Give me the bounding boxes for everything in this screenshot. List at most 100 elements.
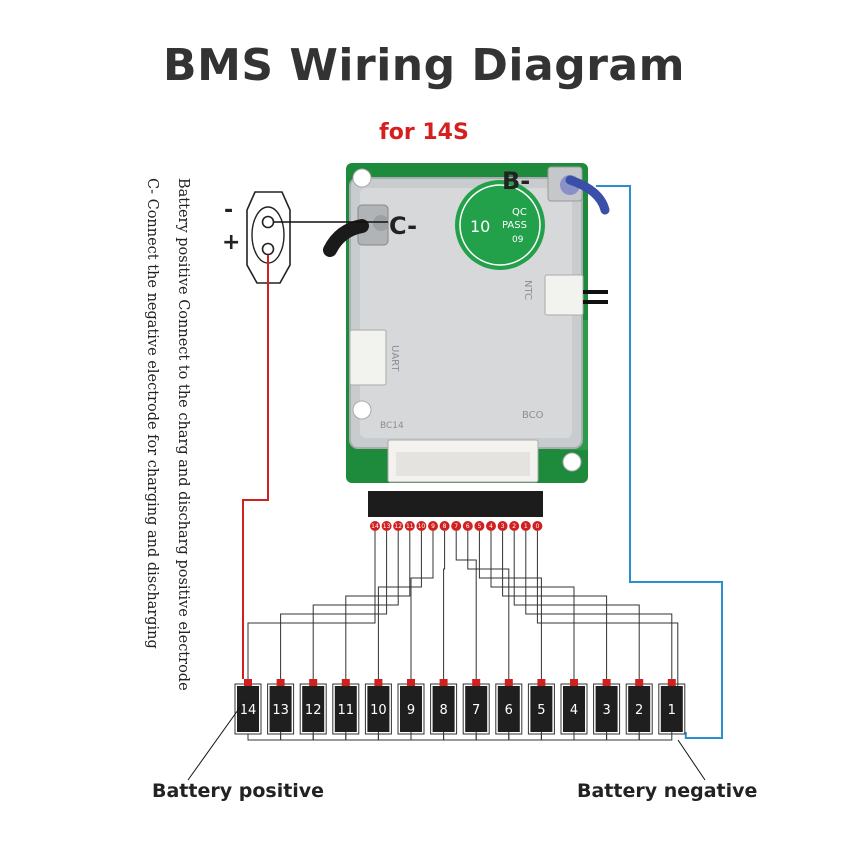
battery-negative-label: Battery negative bbox=[577, 780, 758, 802]
pin-label: 2 bbox=[512, 523, 516, 530]
cell-label: 13 bbox=[272, 703, 289, 718]
pin-label: 10 bbox=[418, 523, 426, 530]
model-label: BC14 bbox=[380, 421, 404, 431]
balance-pin bbox=[370, 521, 380, 531]
charge-connector bbox=[246, 191, 291, 284]
cell-positive-cap bbox=[341, 679, 350, 686]
positive-wire bbox=[242, 255, 269, 679]
cell-label: 5 bbox=[537, 703, 545, 718]
cell-positive-cap bbox=[570, 679, 578, 686]
balance-pin bbox=[428, 521, 438, 531]
c-minus-screw bbox=[373, 215, 389, 231]
balance-wire bbox=[478, 531, 542, 679]
pin-label: 6 bbox=[466, 523, 470, 530]
pin-label: 14 bbox=[371, 523, 379, 530]
b-minus-cable bbox=[565, 175, 610, 215]
balance-wire bbox=[247, 531, 376, 679]
cell-label: 3 bbox=[602, 703, 610, 718]
connector-plus-pin bbox=[261, 242, 275, 256]
cell-positive-cap bbox=[667, 679, 676, 686]
negative-wire bbox=[596, 185, 723, 739]
battery-cell bbox=[465, 686, 488, 732]
balance-wire bbox=[345, 531, 411, 679]
pin-label: 1 bbox=[524, 523, 528, 530]
balance-plug-bar bbox=[368, 491, 543, 517]
mount-hole bbox=[562, 452, 582, 472]
cell-label: 8 bbox=[439, 703, 447, 718]
balance-pin bbox=[439, 521, 450, 531]
stamp-side: 10 bbox=[470, 217, 490, 236]
balance-pin bbox=[393, 521, 404, 531]
balance-wire bbox=[467, 531, 510, 679]
cell-label: 6 bbox=[505, 703, 513, 718]
pin-label: 8 bbox=[443, 523, 447, 530]
balance-pin bbox=[416, 521, 427, 531]
connector-minus-label: - bbox=[224, 198, 234, 223]
ntc-label: NTC bbox=[522, 280, 533, 300]
cell-positive-cap bbox=[472, 679, 481, 686]
balance-pin bbox=[532, 521, 543, 531]
balance-wire bbox=[536, 531, 679, 732]
balance-wire bbox=[377, 531, 422, 679]
stamp-09: 09 bbox=[512, 235, 524, 245]
battery-cell bbox=[497, 686, 520, 732]
battery-cell bbox=[334, 686, 357, 732]
balance-wire bbox=[455, 531, 477, 679]
balance-pin bbox=[474, 521, 485, 531]
battery-cell bbox=[400, 686, 422, 732]
balance-pin bbox=[381, 521, 392, 531]
cell-label: 2 bbox=[635, 703, 643, 718]
b-minus-label: B- bbox=[502, 167, 531, 195]
battery-cell bbox=[302, 686, 325, 732]
cell-positive-cap bbox=[407, 679, 415, 686]
cell-label: 1 bbox=[668, 703, 676, 718]
battery-cell bbox=[237, 686, 259, 732]
balance-pin bbox=[497, 521, 508, 531]
mount-hole bbox=[352, 168, 372, 188]
battery-cell bbox=[563, 686, 585, 732]
cell-label: 9 bbox=[407, 703, 415, 718]
pointer-positive bbox=[187, 702, 244, 781]
c-minus-cable bbox=[323, 219, 369, 257]
cell-positive-cap bbox=[635, 679, 644, 686]
pin-label: 7 bbox=[454, 523, 458, 530]
battery-cell bbox=[432, 686, 455, 732]
uart-connector bbox=[349, 329, 387, 386]
cell-positive-cap bbox=[602, 679, 611, 686]
stamp-qc: QC bbox=[512, 207, 527, 218]
qc-stamp-inner bbox=[459, 184, 541, 266]
bco-label: BCO bbox=[522, 410, 544, 421]
cell-positive-cap bbox=[537, 679, 546, 686]
battery-cell bbox=[660, 686, 683, 732]
mount-hole bbox=[352, 400, 372, 420]
cell-positive-cap bbox=[276, 679, 285, 686]
cell-positive-cap bbox=[309, 679, 318, 686]
balance-pin bbox=[520, 521, 531, 531]
ntc-connector bbox=[544, 274, 584, 316]
cell-label: 11 bbox=[338, 703, 355, 718]
qc-stamp bbox=[455, 180, 545, 270]
cell-label: 4 bbox=[570, 703, 578, 718]
pin-label: 0 bbox=[535, 523, 539, 530]
battery-cell bbox=[269, 686, 292, 732]
balance-pin bbox=[486, 521, 496, 531]
balance-wire bbox=[502, 531, 608, 679]
pin-label: 9 bbox=[431, 523, 435, 530]
cell-label: 7 bbox=[472, 703, 480, 718]
balance-wire bbox=[280, 531, 388, 679]
cell-positive-cap bbox=[244, 679, 252, 686]
connector-plus-label: + bbox=[222, 230, 241, 255]
balance-pin bbox=[462, 521, 473, 531]
pin-label: 4 bbox=[489, 523, 493, 530]
cell-positive-cap bbox=[504, 679, 513, 686]
balance-connector-slot bbox=[396, 452, 530, 476]
balance-pin bbox=[509, 521, 520, 531]
cell-positive-cap bbox=[374, 679, 383, 686]
page-title: BMS Wiring Diagram bbox=[163, 40, 685, 91]
cell-positive-cap bbox=[439, 679, 448, 686]
pin-label: 5 bbox=[477, 523, 481, 530]
pin-label: 12 bbox=[394, 523, 402, 530]
balance-wire bbox=[312, 531, 399, 679]
balance-wire bbox=[525, 531, 673, 679]
